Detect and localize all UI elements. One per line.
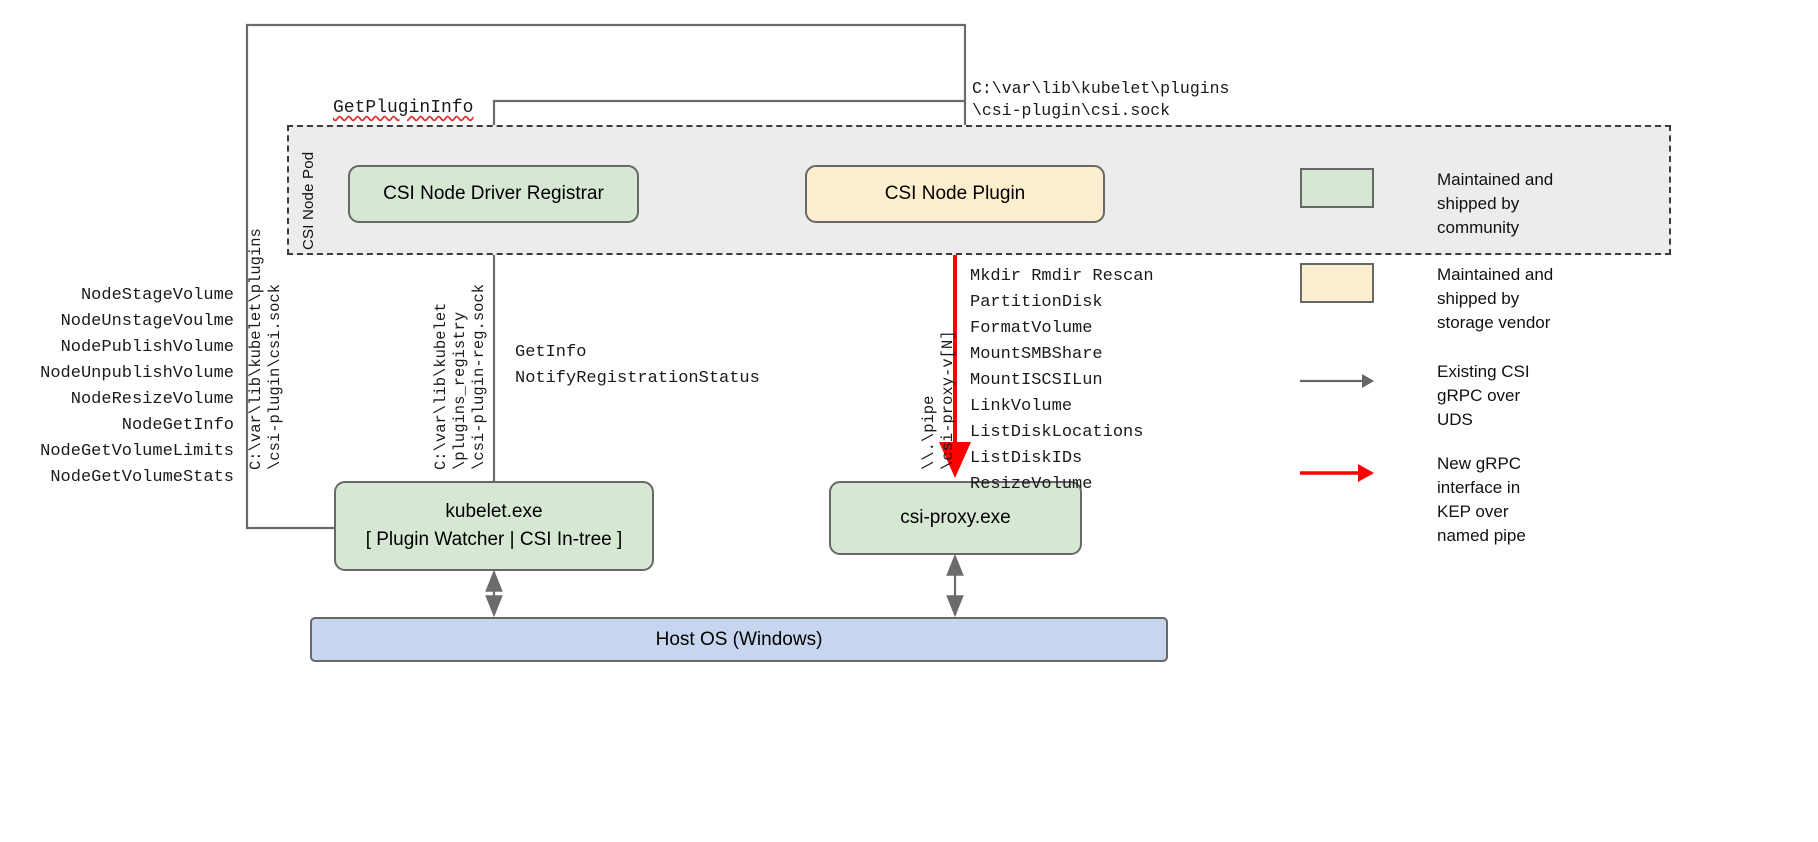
legend-swatch-amber	[1300, 263, 1374, 303]
legend-label-new-grpc: New gRPC interface in KEP over named pip…	[1437, 454, 1526, 545]
legend-item-new-grpc: New gRPC interface in KEP over named pip…	[1300, 452, 1526, 548]
legend-label-storage-vendor: Maintained and shipped by storage vendor	[1437, 265, 1554, 332]
node-csi-node-driver-registrar[interactable]: CSI Node Driver Registrar	[348, 165, 639, 223]
label-node-service-rpcs: NodeStageVolume NodeUnstageVoulme NodePu…	[40, 286, 234, 487]
legend-swatch-green	[1300, 168, 1374, 208]
csi-node-pod-label: CSI Node Pod	[300, 151, 317, 250]
label-get-plugin-info: GetPluginInfo	[333, 98, 474, 118]
legend-arrow-red-icon	[1300, 452, 1374, 492]
kubelet-subtitle: [ Plugin Watcher | CSI In-tree ]	[365, 529, 623, 550]
label-named-pipe-vertical: \\.\pipe \csi-proxy-v[N]	[920, 330, 957, 470]
node-csi-proxy-exe[interactable]: csi-proxy.exe	[829, 481, 1082, 555]
label-plugin-socket-path: C:\var\lib\kubelet\plugins \csi-plugin\c…	[972, 79, 1230, 120]
node-kubelet-exe[interactable]: kubelet.exe [ Plugin Watcher | CSI In-tr…	[334, 481, 654, 571]
legend-arrow-gray-icon	[1300, 360, 1374, 400]
label-registry-sock-path-vertical: C:\var\lib\kubelet \plugins_registry \cs…	[432, 283, 488, 470]
legend-item-community: Maintained and shipped by community	[1300, 168, 1553, 240]
kubelet-title: kubelet.exe	[445, 501, 543, 523]
legend-item-storage-vendor: Maintained and shipped by storage vendor	[1300, 263, 1553, 335]
label-windows-operations: Mkdir Rmdir Rescan PartitionDisk FormatV…	[970, 267, 1154, 494]
legend-label-existing-grpc: Existing CSI gRPC over UDS	[1437, 362, 1530, 429]
node-csi-node-plugin[interactable]: CSI Node Plugin	[805, 165, 1105, 223]
legend-item-existing-grpc: Existing CSI gRPC over UDS	[1300, 360, 1530, 432]
label-registration-rpcs: GetInfo NotifyRegistrationStatus	[515, 343, 760, 388]
label-csi-sock-path-vertical: C:\var\lib\kubelet\plugins \csi-plugin\c…	[247, 228, 284, 470]
legend-label-community: Maintained and shipped by community	[1437, 170, 1554, 237]
node-host-os[interactable]: Host OS (Windows)	[310, 617, 1168, 662]
